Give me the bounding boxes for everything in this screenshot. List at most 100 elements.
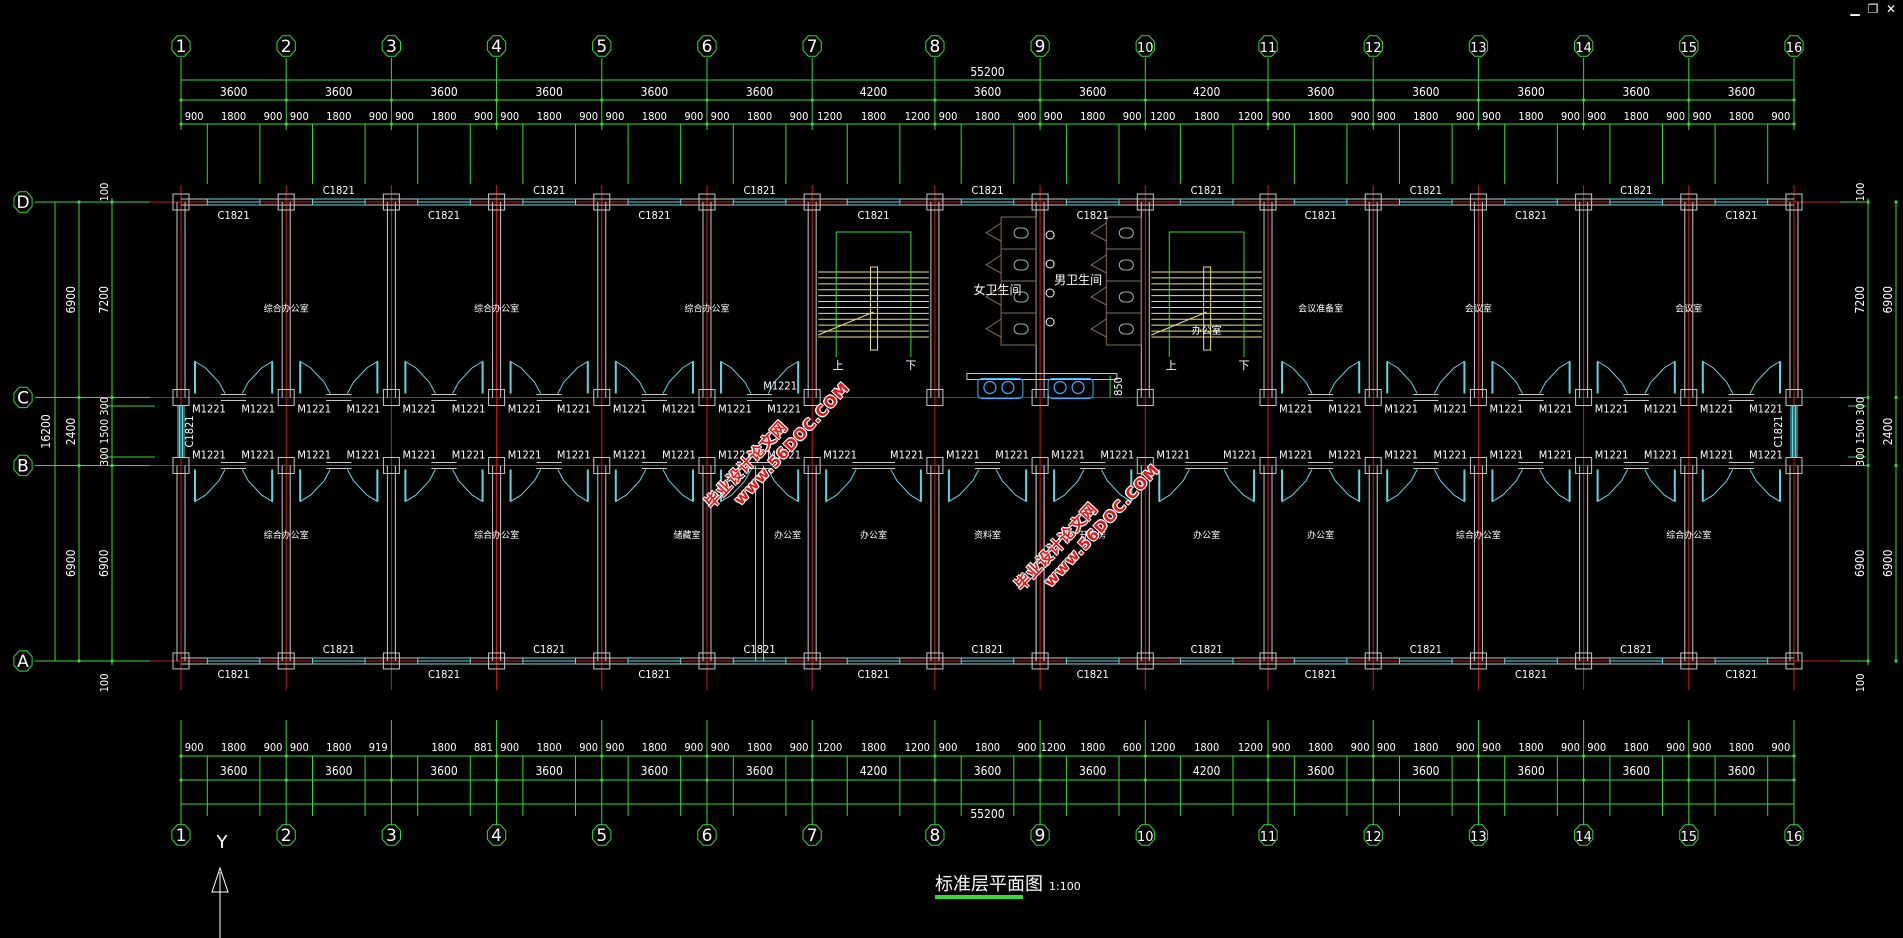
- structural-column: [1469, 456, 1487, 474]
- stair-down-label: 下: [1239, 359, 1250, 372]
- ucs-icon: Y: [211, 832, 229, 938]
- toilet-fixture: [1118, 323, 1134, 335]
- minimize-button[interactable]: ▁: [1848, 2, 1862, 16]
- dimension-detail: 1200: [905, 110, 930, 123]
- dimension-bay: 4200: [1193, 85, 1221, 99]
- restore-button[interactable]: ❐: [1866, 2, 1880, 16]
- dimension-axis: 6900: [1881, 549, 1895, 577]
- dim-tick: [933, 778, 937, 782]
- dim-tick: [1371, 754, 1375, 758]
- room-label: 办公室: [1307, 529, 1334, 541]
- dim-tick: [1894, 200, 1898, 204]
- axis-bottom-16-label: 16: [1786, 830, 1803, 845]
- dimension-bay: 3600: [974, 764, 1002, 778]
- door-swing: [1597, 360, 1629, 394]
- door-swing: [404, 360, 436, 394]
- axis-bottom-14-label: 14: [1575, 830, 1592, 845]
- dimension-detail: 1200: [1150, 741, 1175, 754]
- dimension-detail: 900: [1666, 110, 1685, 123]
- title-underline: [935, 895, 1023, 899]
- wash-basin: [983, 380, 997, 395]
- toilet-fixture: [1118, 291, 1134, 303]
- structural-column: [593, 388, 611, 406]
- structural-column: [277, 652, 295, 670]
- dim-tick: [179, 778, 183, 782]
- axis-left-B-bubble: [13, 454, 33, 477]
- axis-bottom-11-label: 11: [1260, 830, 1277, 845]
- dimension-bay: 3600: [1622, 764, 1650, 778]
- door-label: M1221: [613, 448, 647, 461]
- dimension-detail: 1800: [1413, 110, 1438, 123]
- dim-tick: [1266, 98, 1270, 102]
- room-label: 办公室: [774, 529, 801, 541]
- dim-tick: [810, 754, 814, 758]
- close-button[interactable]: ✕: [1884, 2, 1898, 16]
- axis-top-15-label: 15: [1681, 41, 1698, 56]
- dimension-detail: 1800: [747, 741, 772, 754]
- door-swing: [1749, 360, 1781, 394]
- window-label: C1821: [1620, 184, 1652, 197]
- structural-column: [1575, 388, 1593, 406]
- toilet-stall: [1105, 312, 1142, 346]
- dim-tick: [1476, 754, 1481, 758]
- window-label: C1821: [1620, 643, 1652, 656]
- stall-door: [1090, 222, 1107, 242]
- axis-left-A-label: A: [17, 652, 29, 672]
- door-label: M1221: [1595, 448, 1629, 461]
- stair-up-label: 上: [1166, 359, 1177, 372]
- dimension-bay: 3600: [974, 85, 1002, 99]
- door-label: M1221: [1384, 448, 1418, 461]
- window-label: C1821: [1410, 643, 1442, 656]
- dim-tick: [1687, 778, 1691, 782]
- dimension-corridor-detail: 300 1500 300: [1854, 397, 1867, 466]
- door-swing: [299, 360, 331, 394]
- window-label: C1821: [1077, 668, 1109, 681]
- dimension-detail: 1800: [642, 110, 667, 123]
- door-label: M1221: [718, 448, 752, 461]
- axis-top-12-bubble: [1363, 35, 1383, 57]
- dim-tick: [810, 98, 814, 102]
- axis-top-11-label: 11: [1260, 41, 1277, 56]
- dimension-detail: 1800: [1194, 741, 1219, 754]
- structural-column: [1680, 456, 1698, 474]
- door-swing: [1223, 469, 1255, 503]
- door-swing: [1644, 360, 1676, 394]
- dim-tick: [110, 463, 114, 468]
- structural-column: [277, 388, 295, 406]
- structural-column: [1364, 456, 1382, 474]
- axis-bottom-2-label: 2: [281, 826, 292, 846]
- door-swing: [662, 469, 694, 503]
- urinal: [1045, 317, 1055, 327]
- toilet-fixture: [1013, 227, 1029, 239]
- dimension-detail: 900: [1351, 110, 1370, 123]
- dimension-detail: 900: [1771, 741, 1790, 754]
- door-label: M1221: [403, 402, 437, 415]
- dimension-detail: 900: [1018, 741, 1037, 754]
- door-label: M1221: [1644, 402, 1678, 415]
- stair-down-label: 下: [905, 359, 916, 372]
- door-label: M1221: [662, 402, 696, 415]
- room-label-male-wc: 男卫生间: [1054, 273, 1102, 287]
- vanity: [1047, 377, 1094, 399]
- dimension-total: 16200: [39, 414, 53, 448]
- structural-column: [172, 652, 190, 670]
- dimension-detail: 900: [711, 110, 730, 123]
- dimension-bay: 4200: [860, 85, 888, 99]
- room-label: 综合办公室: [474, 529, 519, 541]
- dimension-detail: 881: [474, 741, 493, 754]
- dimension-bay: 3600: [1622, 85, 1650, 99]
- door-label: M1221: [297, 402, 331, 415]
- dimension-detail: 900: [395, 110, 414, 123]
- structural-column: [382, 652, 400, 670]
- door-swing: [1491, 360, 1523, 394]
- structural-column: [593, 652, 611, 670]
- dimension-detail: 1800: [642, 741, 667, 754]
- axis-left-D-bubble: [13, 191, 33, 213]
- dim-tick: [600, 754, 604, 758]
- door-swing: [241, 469, 273, 503]
- structural-column: [488, 388, 506, 406]
- door-label: M1221: [192, 402, 226, 415]
